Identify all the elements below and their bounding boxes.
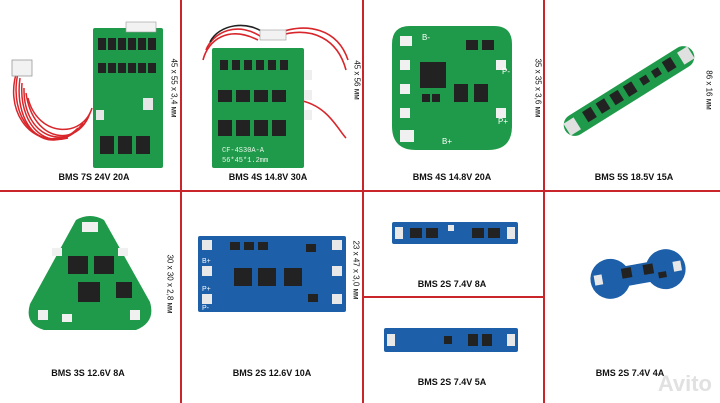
caption-bms-2s-4a: BMS 2S 7.4V 4A — [595, 368, 665, 378]
dimension-bms-5s: 86 x 16 мм — [704, 70, 714, 110]
svg-text:P+: P+ — [498, 117, 508, 126]
bms-7s-board-image — [11, 21, 163, 168]
svg-text:B-: B- — [422, 33, 430, 42]
dimension-bms-4s-30a: 45 x 56 мм — [352, 60, 362, 100]
divider-h-small — [362, 296, 545, 298]
dimension-bms-7s: 45 x 55 x 3,4 мм — [169, 58, 179, 118]
silkscreen-size: 56*45*1.2mm — [222, 157, 268, 165]
svg-text:P-: P- — [202, 305, 210, 312]
bms-3s-board-image — [28, 216, 152, 330]
bms-2s-4a-board-image — [590, 249, 686, 299]
caption-bms-4s-20a: BMS 4S 14.8V 20A — [412, 172, 492, 182]
bms-4s-30a-board-image: CF-4S30A-A 56*45*1.2mm — [202, 24, 349, 168]
divider-v-3 — [543, 0, 545, 403]
bms-5s-board-image — [563, 46, 695, 136]
svg-text:B+: B+ — [442, 137, 452, 146]
caption-bms-2s-8a: BMS 2S 7.4V 8A — [417, 279, 487, 289]
dimension-bms-3s: 30 x 30 x 2,8 мм — [165, 254, 175, 314]
svg-text:P-: P- — [502, 67, 510, 76]
avito-watermark: Avito — [657, 371, 712, 396]
svg-text:B+: B+ — [202, 258, 211, 265]
caption-bms-5s: BMS 5S 18.5V 15A — [594, 172, 674, 182]
dimension-bms-4s-20a: 35 x 35 x 3,6 мм — [533, 58, 543, 118]
bms-4s-20a-board-image: B- P- P+ B+ — [392, 26, 512, 150]
caption-bms-7s: BMS 7S 24V 20A — [58, 172, 130, 182]
caption-bms-2s-10a: BMS 2S 12.6V 10A — [232, 368, 312, 378]
bms-2s-8a-board-image — [392, 222, 518, 244]
dimension-bms-2s-10a: 23 x 47 x 3,0 мм — [351, 240, 361, 300]
divider-v-1 — [180, 0, 182, 403]
caption-bms-4s-30a: BMS 4S 14.8V 30A — [228, 172, 308, 182]
bms-2s-5a-board-image — [384, 328, 518, 352]
silkscreen-model: CF-4S30A-A — [222, 147, 265, 155]
divider-v-2 — [362, 0, 364, 403]
svg-text:P+: P+ — [202, 286, 211, 293]
bms-2s-10a-board-image: B+ P+ P- — [198, 236, 346, 312]
caption-bms-3s: BMS 3S 12.6V 8A — [51, 368, 125, 378]
divider-h — [0, 190, 720, 192]
caption-bms-2s-5a: BMS 2S 7.4V 5A — [417, 377, 487, 387]
